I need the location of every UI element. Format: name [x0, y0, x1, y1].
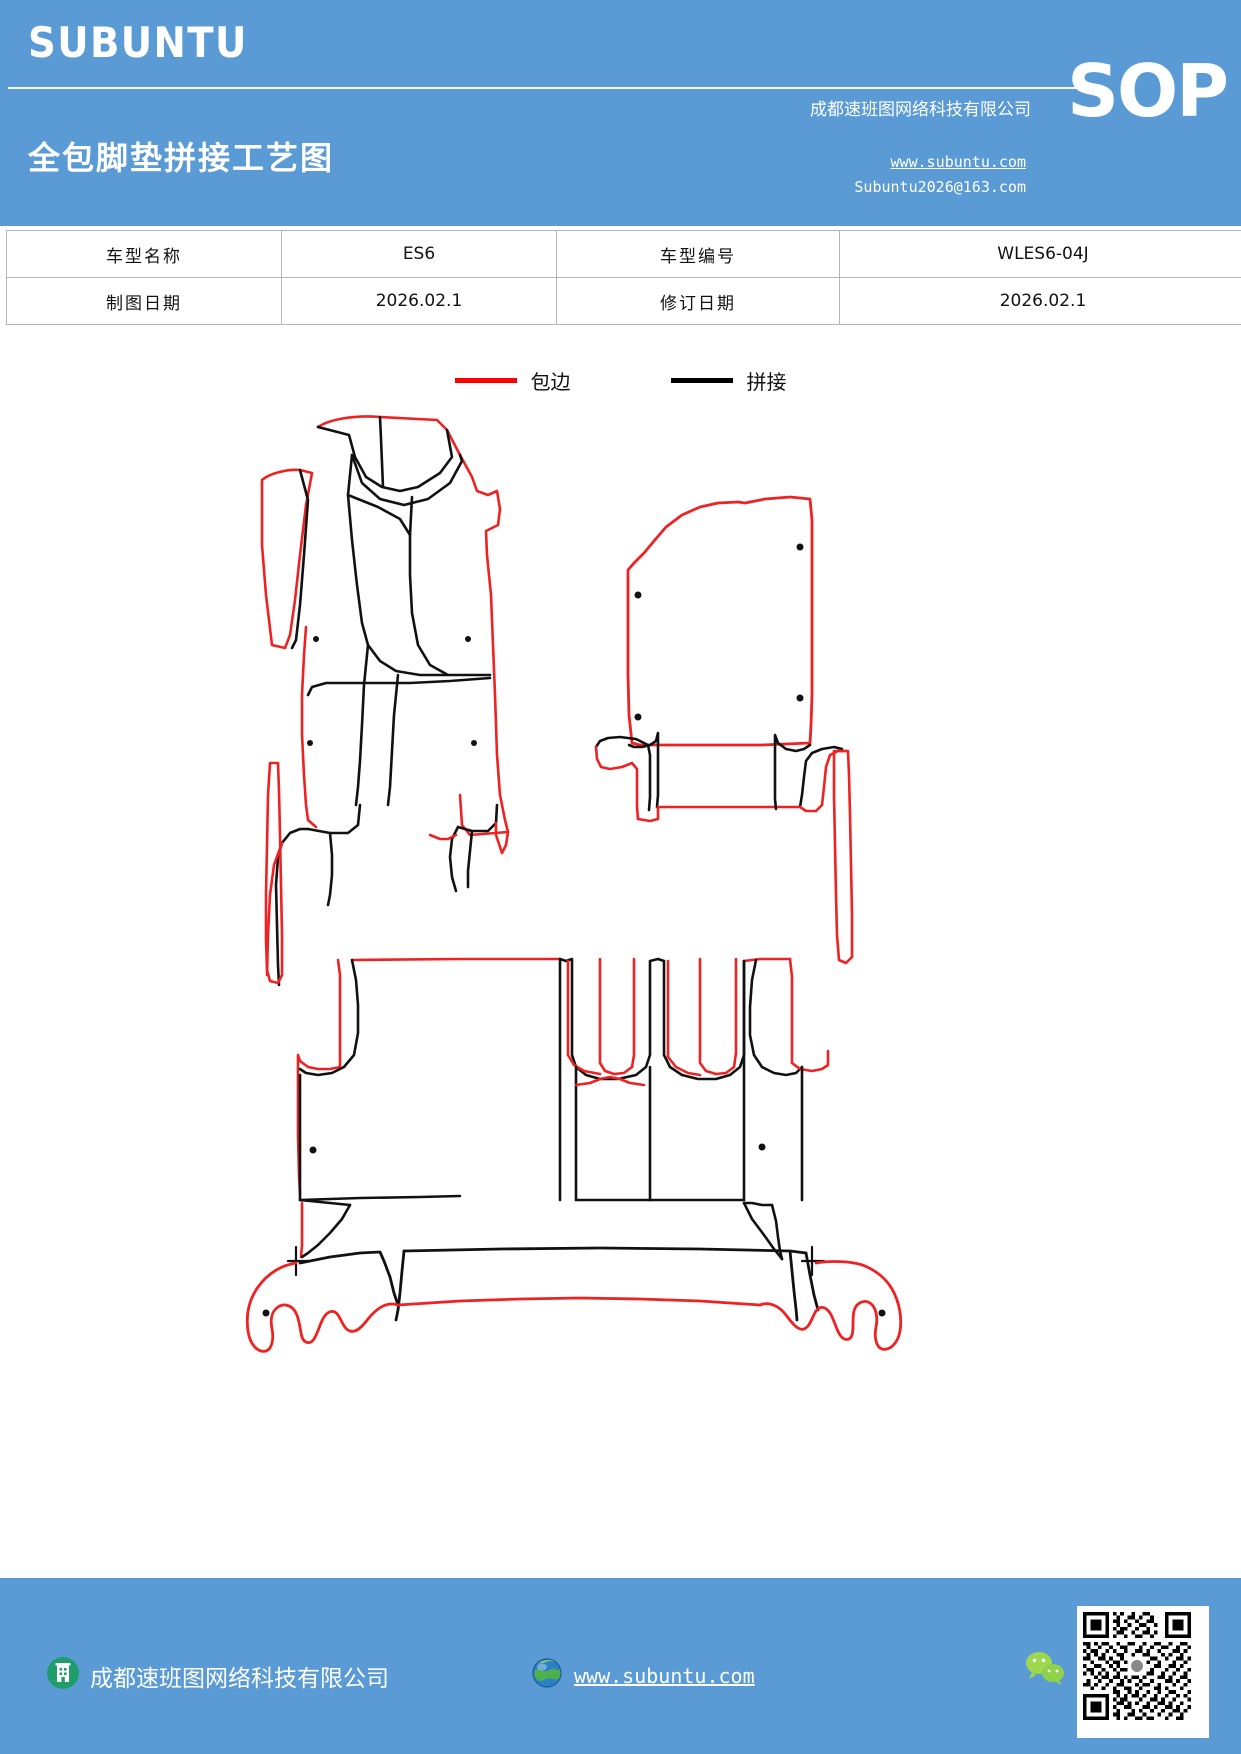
- page-header: SUBUNTU 全包脚垫拼接工艺图 成都速班图网络科技有限公司 SOP www.…: [0, 0, 1241, 226]
- footer-website-link[interactable]: www.subuntu.com: [574, 1663, 755, 1688]
- cell-draw-date-value: 2026.02.1: [281, 277, 557, 325]
- building-icon: [46, 1656, 80, 1695]
- cell-draw-date-label: 制图日期: [6, 277, 282, 325]
- wechat-icon: [1023, 1650, 1069, 1686]
- cell-model-name-label: 车型名称: [6, 230, 282, 278]
- header-email: Subuntu2026@163.com: [854, 178, 1026, 196]
- driver-front-mat: [260, 415, 510, 987]
- table-row: 车型名称 ES6 车型编号 WLES6-04J: [6, 230, 1241, 278]
- legend-swatch-binding-icon: [454, 377, 517, 383]
- cell-model-code-value: WLES6-04J: [839, 230, 1241, 278]
- rear-sill-strip: [245, 1245, 903, 1353]
- header-website-link[interactable]: www.subuntu.com: [890, 153, 1026, 171]
- legend-label-splice: 拼接: [746, 369, 787, 394]
- legend-label-binding: 包边: [530, 369, 571, 394]
- legend: 包边 拼接: [0, 360, 1241, 400]
- passenger-front-mat: [594, 495, 848, 823]
- legend-swatch-splice-icon: [670, 377, 733, 383]
- cell-revision-date-label: 修订日期: [556, 277, 840, 325]
- sop-badge: SOP: [1067, 49, 1229, 133]
- table-row: 制图日期 2026.02.1 修订日期 2026.02.1: [6, 277, 1241, 325]
- qr-code: [1077, 1606, 1209, 1738]
- footer-company-block: 成都速班图网络科技有限公司: [46, 1656, 389, 1695]
- header-divider: [8, 87, 1090, 89]
- legend-item-binding: 包边: [454, 366, 571, 395]
- header-company-name: 成都速班图网络科技有限公司: [810, 100, 1031, 120]
- rear-mat-assembly: [296, 957, 830, 1261]
- cell-model-code-label: 车型编号: [556, 230, 840, 278]
- cell-model-name-value: ES6: [281, 230, 557, 278]
- brand-logo: SUBUNTU: [28, 18, 248, 67]
- right-side-panel: [832, 749, 854, 965]
- footer-company-name: 成都速班图网络科技有限公司: [90, 1665, 389, 1692]
- cell-revision-date-value: 2026.02.1: [839, 277, 1241, 325]
- document-title: 全包脚垫拼接工艺图: [28, 139, 335, 177]
- floor-mat-pattern-drawing: [0, 395, 1241, 1415]
- left-side-panel: [264, 761, 284, 985]
- globe-icon: [530, 1656, 564, 1695]
- page-footer: 成都速班图网络科技有限公司 www.subuntu.com: [0, 1578, 1241, 1754]
- legend-item-splice: 拼接: [670, 366, 787, 395]
- footer-website-block[interactable]: www.subuntu.com: [530, 1656, 755, 1695]
- vehicle-info-table: 车型名称 ES6 车型编号 WLES6-04J 制图日期 2026.02.1 修…: [6, 230, 1241, 325]
